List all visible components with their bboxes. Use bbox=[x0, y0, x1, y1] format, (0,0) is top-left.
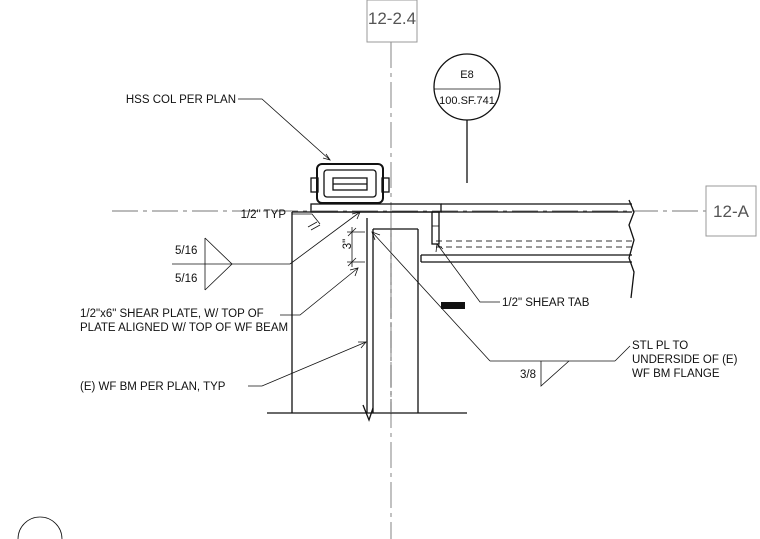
grid-bubble-horizontal: 12-A bbox=[705, 185, 757, 237]
weld-size-lower: 5/16 bbox=[175, 273, 197, 285]
leader-shear-tab bbox=[436, 243, 500, 303]
dimension-3-label: 3" bbox=[342, 239, 354, 249]
note-typ: 1/2" TYP bbox=[241, 209, 287, 221]
grid-bubble-vertical: 12-2.4 bbox=[366, 0, 418, 43]
note-wf-bm: (E) WF BM PER PLAN, TYP bbox=[80, 381, 226, 393]
weld-symbol-3-8 bbox=[371, 231, 631, 387]
callout-sheet-number: 100.SF.741 bbox=[439, 95, 495, 107]
weld-size-upper: 5/16 bbox=[175, 245, 197, 257]
note-hss-col: HSS COL PER PLAN bbox=[126, 94, 236, 106]
note-stl-pl-line1: STL PL TO bbox=[632, 340, 688, 352]
wf-girder bbox=[420, 199, 635, 299]
note-shear-plate-line2: PLATE ALIGNED W/ TOP OF WF BEAM bbox=[80, 322, 288, 334]
leader-typ bbox=[292, 213, 321, 225]
leader-shear-plate bbox=[280, 267, 359, 316]
section-callout: E8 100.SF.741 bbox=[433, 53, 501, 183]
callout-detail-number: E8 bbox=[460, 69, 473, 81]
note-stl-pl-line3: WF BM FLANGE bbox=[632, 368, 720, 380]
partial-callout-arc bbox=[17, 516, 63, 539]
grid-label-vertical: 12-2.4 bbox=[368, 9, 416, 28]
leader-wf-bm bbox=[248, 341, 367, 387]
grid-label-horizontal: 12-A bbox=[713, 202, 750, 221]
note-shear-plate-line1: 1/2"x6" SHEAR PLATE, W/ TOP OF bbox=[80, 308, 264, 320]
weld-symbol-5-16 bbox=[172, 211, 361, 291]
note-shear-tab: 1/2" SHEAR TAB bbox=[502, 297, 590, 309]
dimension-3-inch: 3" bbox=[342, 227, 365, 267]
note-stl-pl-line2: UNDERSIDE OF (E) bbox=[632, 354, 738, 366]
shear-tab bbox=[431, 211, 440, 245]
weld-size-3-8: 3/8 bbox=[520, 369, 536, 381]
wf-beam-section bbox=[267, 211, 467, 422]
section-cut-marker bbox=[441, 302, 465, 309]
hss-column bbox=[310, 163, 390, 204]
leader-hss-col bbox=[238, 98, 331, 161]
